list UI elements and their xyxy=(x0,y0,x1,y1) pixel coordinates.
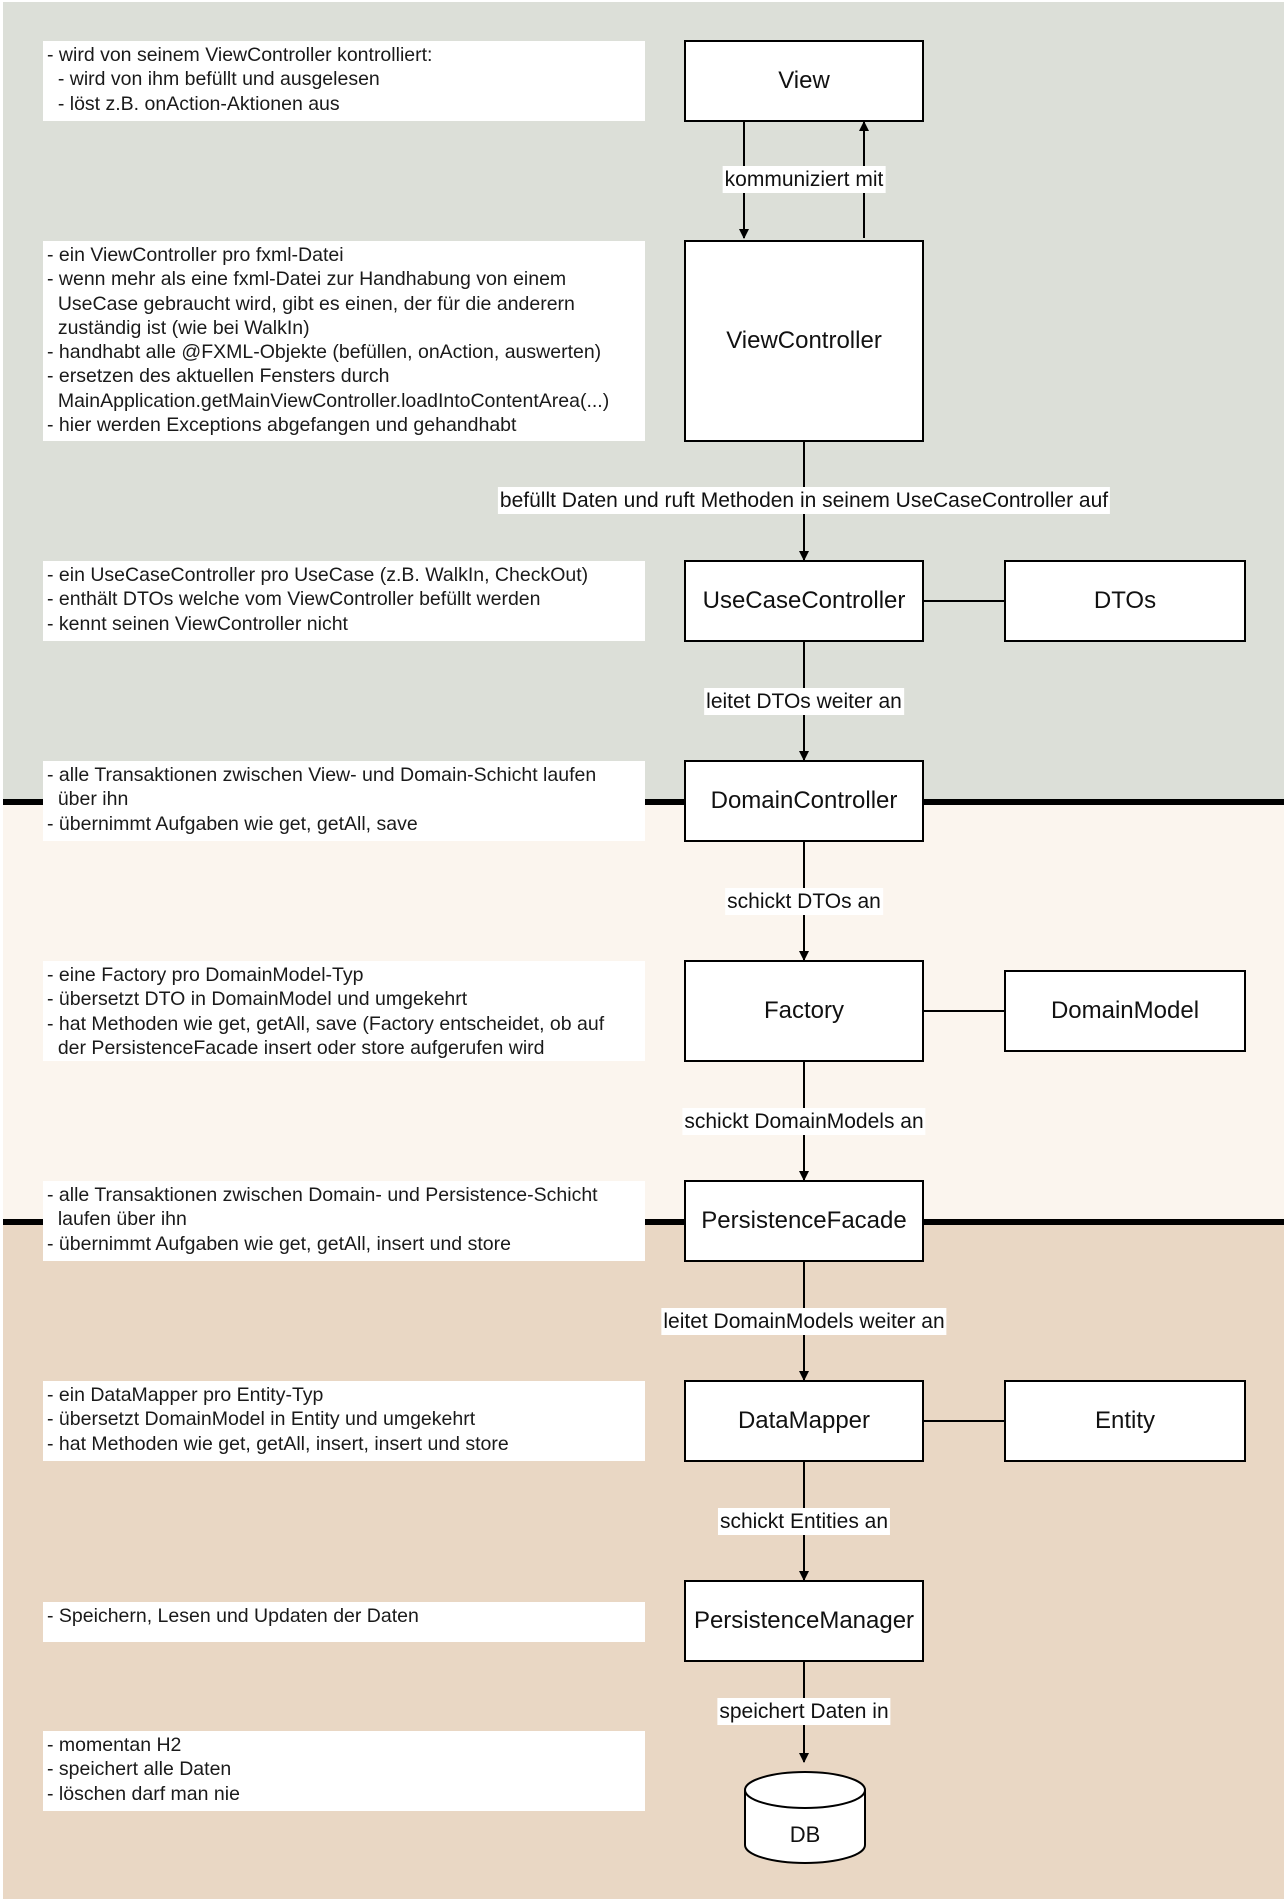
edge-label-befuellt: befüllt Daten und ruft Methoden in seine… xyxy=(497,487,1111,514)
note-view: - wird von seinem ViewController kontrol… xyxy=(43,41,645,121)
edge-label-leitet-dtos: leitet DTOs weiter an xyxy=(704,688,904,715)
domaincontroller-box: DomainController xyxy=(684,760,924,842)
note-domaincontroller: - alle Transaktionen zwischen View- und … xyxy=(43,761,645,841)
note-persistencemanager: - Speichern, Lesen und Updaten der Daten xyxy=(43,1602,645,1642)
domainmodel-box: DomainModel xyxy=(1004,970,1246,1052)
edge-label-schickt-domainmodels: schickt DomainModels an xyxy=(682,1108,926,1135)
db-cylinder xyxy=(744,1771,866,1864)
persistencemanager-box: PersistenceManager xyxy=(684,1580,924,1662)
view-box: View xyxy=(684,40,924,122)
edge-label-kommuniziert: kommuniziert mit xyxy=(722,166,886,193)
edge-label-schickt-entities: schickt Entities an xyxy=(717,1508,891,1535)
note-viewcontroller: - ein ViewController pro fxml-Datei - we… xyxy=(43,241,645,441)
note-factory: - eine Factory pro DomainModel-Typ - übe… xyxy=(43,961,645,1061)
datamapper-box: DataMapper xyxy=(684,1380,924,1462)
persistencefacade-box: PersistenceFacade xyxy=(684,1180,924,1262)
viewcontroller-box: ViewController xyxy=(684,240,924,442)
dtos-box: DTOs xyxy=(1004,560,1246,642)
note-persistencefacade: - alle Transaktionen zwischen Domain- un… xyxy=(43,1181,645,1261)
note-db: - momentan H2 - speichert alle Daten - l… xyxy=(43,1731,645,1811)
usecasecontroller-box: UseCaseController xyxy=(684,560,924,642)
note-datamapper: - ein DataMapper pro Entity-Typ - überse… xyxy=(43,1381,645,1461)
note-usecasecontroller: - ein UseCaseController pro UseCase (z.B… xyxy=(43,561,645,641)
db-label: DB xyxy=(789,1822,821,1847)
factory-box: Factory xyxy=(684,960,924,1062)
entity-box: Entity xyxy=(1004,1380,1246,1462)
edge-label-leitet-domainmodels: leitet DomainModels weiter an xyxy=(661,1308,947,1335)
edge-label-speichert-daten: speichert Daten in xyxy=(717,1698,891,1725)
edge-label-schickt-dtos: schickt DTOs an xyxy=(725,888,883,915)
